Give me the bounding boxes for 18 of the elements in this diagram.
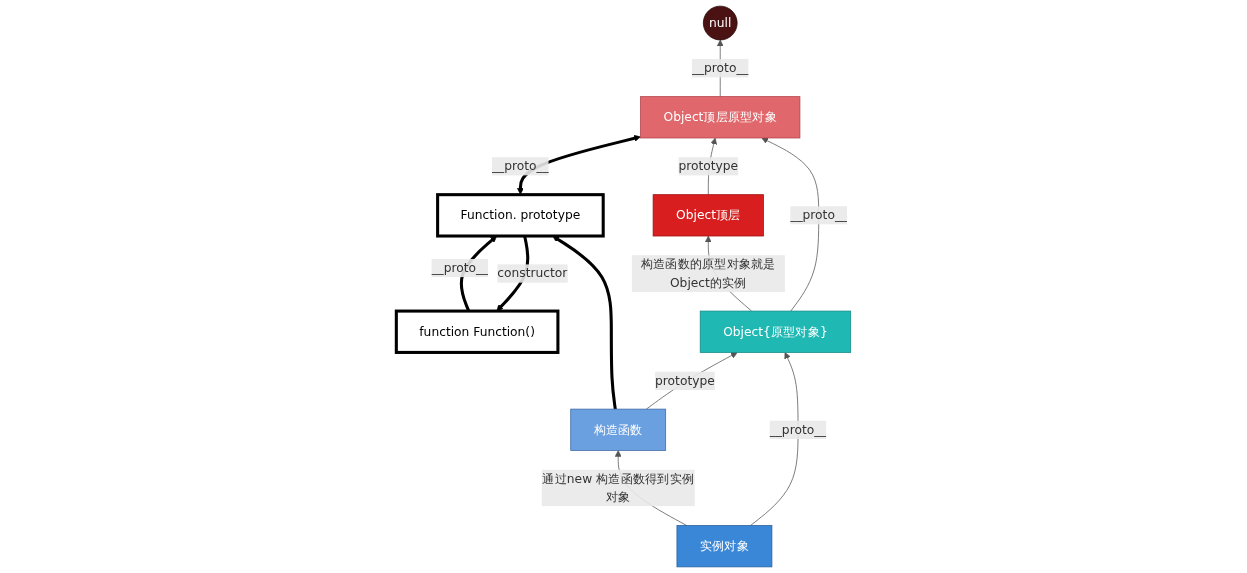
edge-label: prototype (678, 158, 739, 174)
node-box: Object顶层原型对象 (640, 96, 801, 139)
edge-label: 通过new 构造函数得到实例对象 (542, 471, 695, 505)
edge-label: __proto__ (769, 422, 827, 437)
edge-label: __proto__ (491, 158, 549, 174)
node-box: 实例对象 (676, 525, 773, 568)
node-box: function Function() (394, 309, 560, 354)
node-box: Object顶层 (652, 194, 764, 237)
node-box: 构造函数 (570, 408, 667, 451)
edge-label: 构造函数的原型对象就是Object的实例 (640, 256, 776, 290)
edge-label: __proto__ (691, 60, 749, 76)
edge-label: prototype (655, 373, 715, 388)
node-box: Object{原型对象} (699, 310, 852, 353)
node-box: Function. prototype (436, 193, 605, 238)
edge-label: __proto__ (790, 207, 848, 223)
edge-label: __proto__ (431, 260, 489, 275)
edge-label: constructor (497, 265, 568, 281)
node-circle: null (702, 5, 738, 41)
